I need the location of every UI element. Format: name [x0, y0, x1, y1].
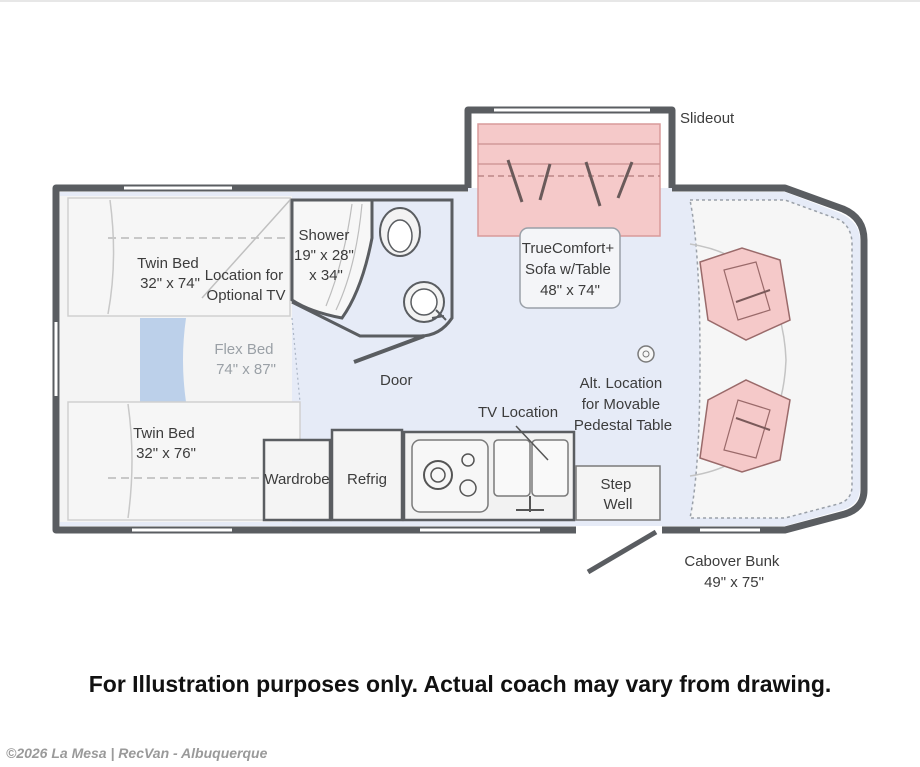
flex-bed-boundary [291, 317, 301, 403]
pedestal-table-marker-inner [642, 350, 650, 358]
burner-large-inner [430, 467, 446, 483]
kitchen-faucet-icon [516, 496, 544, 512]
cabover-bunk-label: Cabover Bunk 49" x 75" [684, 553, 783, 591]
copyright-footer: ©2026 La Mesa | RecVan - Albuquerque [6, 745, 268, 761]
entry-door [586, 529, 658, 575]
burner-small-1-icon [461, 453, 475, 467]
door-label: Door [380, 372, 413, 389]
alt-table-label: Alt. Location for Movable Pedestal Table [574, 375, 672, 434]
faucet-icon [431, 309, 447, 321]
toilet-bowl [387, 219, 413, 253]
flex-bed-fill [140, 318, 186, 402]
optional-tv-diag [201, 199, 291, 299]
optional-tv-label: Location for Optional TV [205, 267, 288, 304]
burner-small-2-icon [459, 479, 477, 497]
shower-label: Shower 19" x 28" x 34" [294, 227, 358, 284]
pedestal-table-marker [637, 345, 655, 363]
disclaimer-text: For Illustration purposes only. Actual c… [89, 671, 832, 697]
bathroom-door [353, 334, 425, 364]
wardrobe [262, 438, 332, 522]
bathroom-sink-drain [410, 288, 438, 316]
tv-location-label: TV Location [478, 404, 558, 421]
kitchen-sink-right [531, 439, 569, 497]
wardrobe-label: Wardrobe [264, 471, 329, 488]
shower-stripes [325, 203, 363, 311]
refrigerator [330, 428, 404, 522]
twin-bed-bottom-fold [127, 403, 133, 519]
step-well [575, 465, 661, 521]
burner-large-icon [423, 460, 453, 490]
twin-bed-top-label: Twin Bed 32" x 74" [137, 255, 203, 292]
twin-bed-top [67, 197, 291, 317]
tv-location-pointer [515, 425, 549, 461]
captain-seat-top [699, 247, 791, 341]
flex-bed-label: Flex Bed 74" x 87" [214, 341, 277, 378]
sofa-slideout [477, 123, 661, 237]
kitchen-sink-left [493, 439, 531, 497]
sofa-table-legs [506, 159, 634, 207]
sofa-label: TrueComfort+ Sofa w/Table 48" x 74" [522, 240, 619, 299]
slideout-label: Slideout [680, 110, 735, 127]
refrig-label: Refrig [347, 471, 387, 488]
twin-bed-bottom [67, 401, 301, 521]
sofa-label-box [519, 227, 621, 309]
stove-top [411, 439, 489, 513]
twin-bed-bottom-label: Twin Bed 32" x 76" [133, 425, 199, 462]
step-well-label: Step Well [600, 476, 635, 513]
twin-bed-top-fold [107, 199, 115, 315]
captain-seat-bottom [699, 379, 791, 473]
